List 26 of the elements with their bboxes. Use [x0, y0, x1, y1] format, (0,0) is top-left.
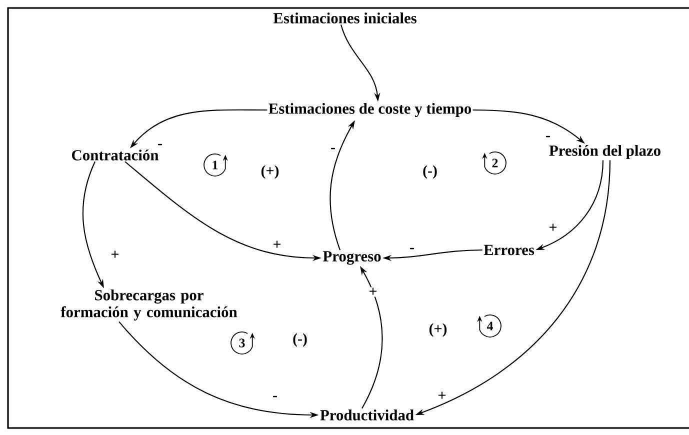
variable-label: Progreso: [322, 251, 381, 265]
edge-label: -: [330, 147, 336, 153]
edge-label: +: [272, 240, 282, 250]
variable-label: Presión del plazo: [549, 145, 660, 159]
loop-number: 4: [486, 322, 493, 330]
edge-label: +: [368, 287, 378, 297]
variable-label: Estimaciones iniciales: [273, 12, 416, 24]
edge-label: -: [157, 143, 163, 149]
variable-label: Productividad: [320, 410, 414, 420]
variable-label: Errores: [484, 244, 534, 256]
loop-polarity: (+): [261, 165, 279, 179]
loop-polarity: (-): [423, 165, 437, 179]
edge-label: -: [272, 395, 278, 401]
variable-label: Estimaciones de coste y tiempo: [268, 102, 472, 118]
loop-polarity: (-): [293, 333, 307, 347]
edge-label: +: [437, 391, 447, 401]
edge-label: +: [110, 250, 120, 260]
edge-label: +: [548, 223, 558, 233]
loop-polarity: (+): [429, 323, 447, 337]
edge-label: -: [545, 135, 551, 141]
loop-number: 3: [239, 338, 245, 348]
variable-label: Sobrecargas por formación y comunicación: [60, 290, 238, 320]
loop-number: 1: [212, 160, 218, 170]
variable-label: Contratación: [72, 150, 159, 160]
loop-number: 2: [492, 158, 498, 168]
edge-label: -: [409, 247, 415, 253]
